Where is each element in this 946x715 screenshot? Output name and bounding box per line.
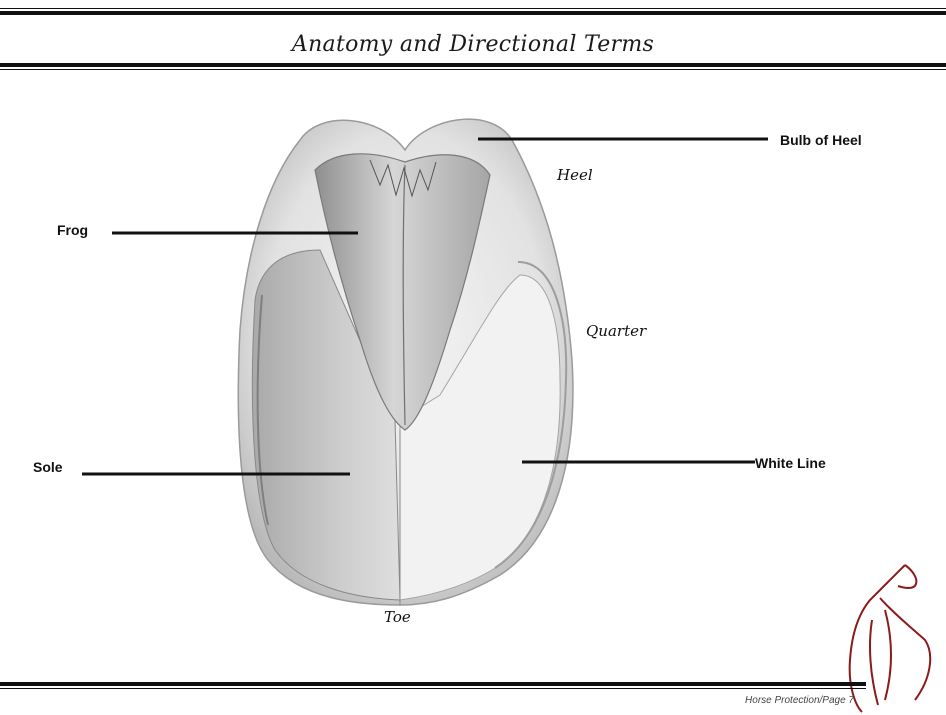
bulb-of-heel-label: Bulb of Heel xyxy=(780,132,862,148)
horse-head-logo-icon xyxy=(850,565,931,712)
page-footer: Horse Protection/Page 7 xyxy=(745,695,854,706)
white-line-label: White Line xyxy=(755,455,826,471)
bottom-rule-thick xyxy=(0,682,866,686)
bottom-rule-thin xyxy=(0,688,866,689)
frog-label: Frog xyxy=(57,222,88,238)
quarter-direction-label: Quarter xyxy=(586,322,646,340)
sole-label: Sole xyxy=(33,459,63,475)
toe-direction-label: Toe xyxy=(384,608,411,626)
heel-direction-label: Heel xyxy=(557,166,593,184)
